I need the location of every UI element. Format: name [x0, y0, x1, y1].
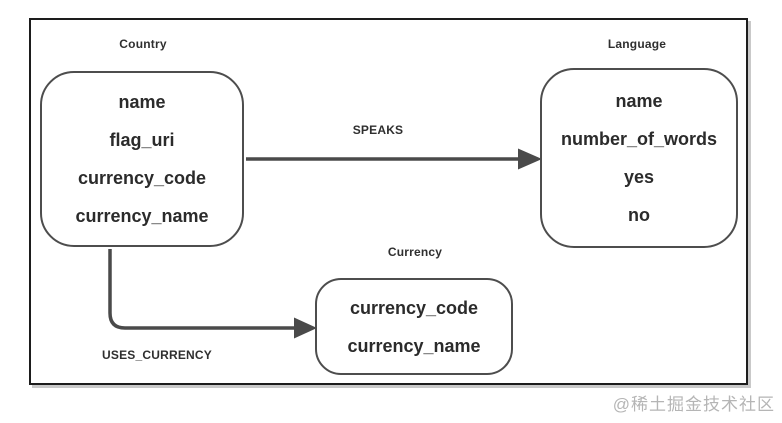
edge-label-uses-currency: USES_CURRENCY	[102, 348, 212, 362]
node-currency: currency_code currency_name	[315, 278, 513, 375]
uses-currency-arrowhead-icon	[294, 317, 317, 339]
node-label-currency: Currency	[387, 245, 443, 259]
speaks-arrowhead-icon	[518, 148, 542, 170]
watermark-text: @稀土掘金技术社区	[612, 395, 775, 414]
node-language: name number_of_words yes no	[540, 68, 738, 248]
country-attribute-name: name	[118, 92, 166, 112]
node-country: name flag_uri currency_code currency_nam…	[40, 71, 244, 247]
country-attribute-flag-uri: flag_uri	[109, 130, 175, 150]
language-attribute-no: no	[628, 205, 650, 225]
currency-attribute-currency-code: currency_code	[349, 297, 479, 318]
country-attribute-currency-code: currency_code	[77, 168, 207, 188]
language-attribute-yes: yes	[623, 167, 655, 187]
edge-label-speaks: SPEAKS	[352, 123, 404, 137]
uses-currency-edge-line	[108, 249, 296, 330]
node-label-country: Country	[119, 37, 167, 51]
country-attribute-currency-name: currency_name	[75, 206, 209, 226]
currency-attribute-currency-name: currency_name	[347, 335, 481, 356]
language-attribute-name: name	[615, 91, 663, 111]
language-attribute-number-of-words: number_of_words	[560, 129, 718, 149]
node-label-language: Language	[607, 37, 667, 51]
